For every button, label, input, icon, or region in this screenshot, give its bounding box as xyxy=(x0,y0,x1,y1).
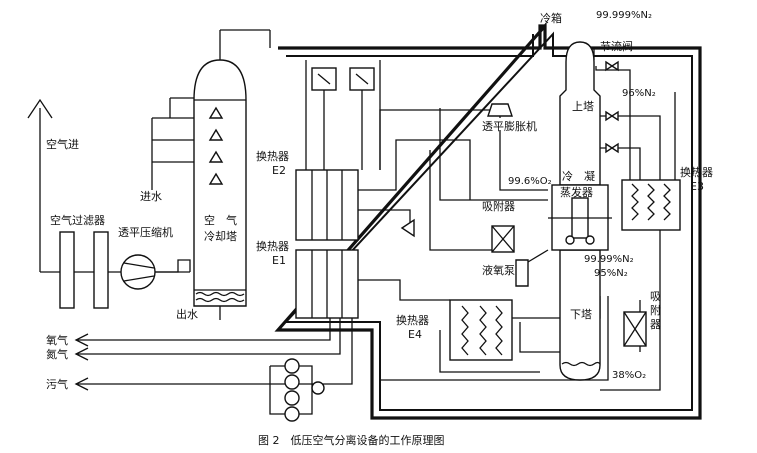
label-hx-e1-2: E1 xyxy=(272,254,286,267)
label-air-filter: 空气过滤器 xyxy=(50,213,105,227)
label-liquid-o2-pump: 液氧泵 xyxy=(482,263,515,277)
label-hx-e1-1: 换热器 xyxy=(256,239,289,253)
label-hx-e2-1: 换热器 xyxy=(256,149,289,163)
label-condenser-1: 冷 凝 xyxy=(562,169,595,183)
adsorber-left xyxy=(491,225,515,253)
throttle-valves xyxy=(605,60,619,154)
product-lines xyxy=(74,318,353,391)
label-upper-column: 上塔 xyxy=(572,100,594,113)
air-intake-arrow xyxy=(27,98,190,273)
condenser-evaporator xyxy=(548,184,612,251)
label-throttle-valve: 节流阀 xyxy=(600,39,633,53)
adsorber-right xyxy=(623,311,647,347)
distillation-column xyxy=(559,41,601,381)
water-inlet-manifold xyxy=(151,97,194,190)
liquid-oxygen-pump xyxy=(515,249,549,287)
air-filter-2 xyxy=(93,231,109,309)
label-oxygen: 氧气 xyxy=(46,333,68,347)
label-cooling-tower-2: 冷却塔 xyxy=(204,230,237,243)
figure-caption: 图 2 低压空气分离设备的工作原理图 xyxy=(258,433,445,447)
label-o2-996: 99.6%O₂ xyxy=(508,176,552,187)
label-lower-column: 下塔 xyxy=(570,308,592,321)
air-cooling-tower xyxy=(193,29,271,320)
label-condenser-2: 蒸发器 xyxy=(560,185,593,199)
label-n2-top: 99.999%N₂ xyxy=(596,10,652,21)
label-cooling-tower-1: 空 气 xyxy=(204,213,237,227)
turbo-expander xyxy=(487,103,513,117)
air-filter-1 xyxy=(59,231,75,309)
label-air-in: 空气进 xyxy=(46,137,79,151)
label-adsorber-right-2: 附 xyxy=(650,303,661,317)
label-water-out: 出水 xyxy=(176,307,198,321)
label-hx-e3-1: 换热器 xyxy=(680,165,713,179)
label-adsorber-left: 吸附器 xyxy=(482,199,515,213)
label-o2-38: 38%O₂ xyxy=(612,370,646,381)
label-hx-e2-2: E2 xyxy=(272,164,286,177)
switching-valves xyxy=(305,60,381,170)
heat-exchanger-e2 xyxy=(295,169,359,241)
label-adsorber-right-1: 吸 xyxy=(650,290,661,303)
label-hx-e3-2: E3 xyxy=(690,180,704,193)
label-adsorber-right-3: 器 xyxy=(650,318,661,331)
label-cold-box: 冷箱 xyxy=(540,11,562,25)
turbo-compressor xyxy=(120,254,191,290)
label-hx-e4-1: 换热器 xyxy=(396,313,429,327)
label-n2-95: 95%N₂ xyxy=(594,268,628,279)
heat-exchanger-e3 xyxy=(621,179,681,231)
label-expander: 透平膨胀机 xyxy=(482,119,537,133)
label-hx-e4-2: E4 xyxy=(408,328,422,341)
heat-exchanger-e4 xyxy=(449,299,513,361)
label-n2-96: 96%N₂ xyxy=(622,88,656,99)
label-nitrogen: 氮气 xyxy=(46,347,68,361)
label-n2-9999: 99.99%N₂ xyxy=(584,254,634,265)
label-water-in: 进水 xyxy=(140,190,162,203)
label-turbo-compressor: 透平压缩机 xyxy=(118,225,173,239)
label-waste-gas: 污气 xyxy=(46,377,68,391)
regenerator-bottles xyxy=(269,358,325,422)
heat-exchanger-e1 xyxy=(295,249,359,319)
